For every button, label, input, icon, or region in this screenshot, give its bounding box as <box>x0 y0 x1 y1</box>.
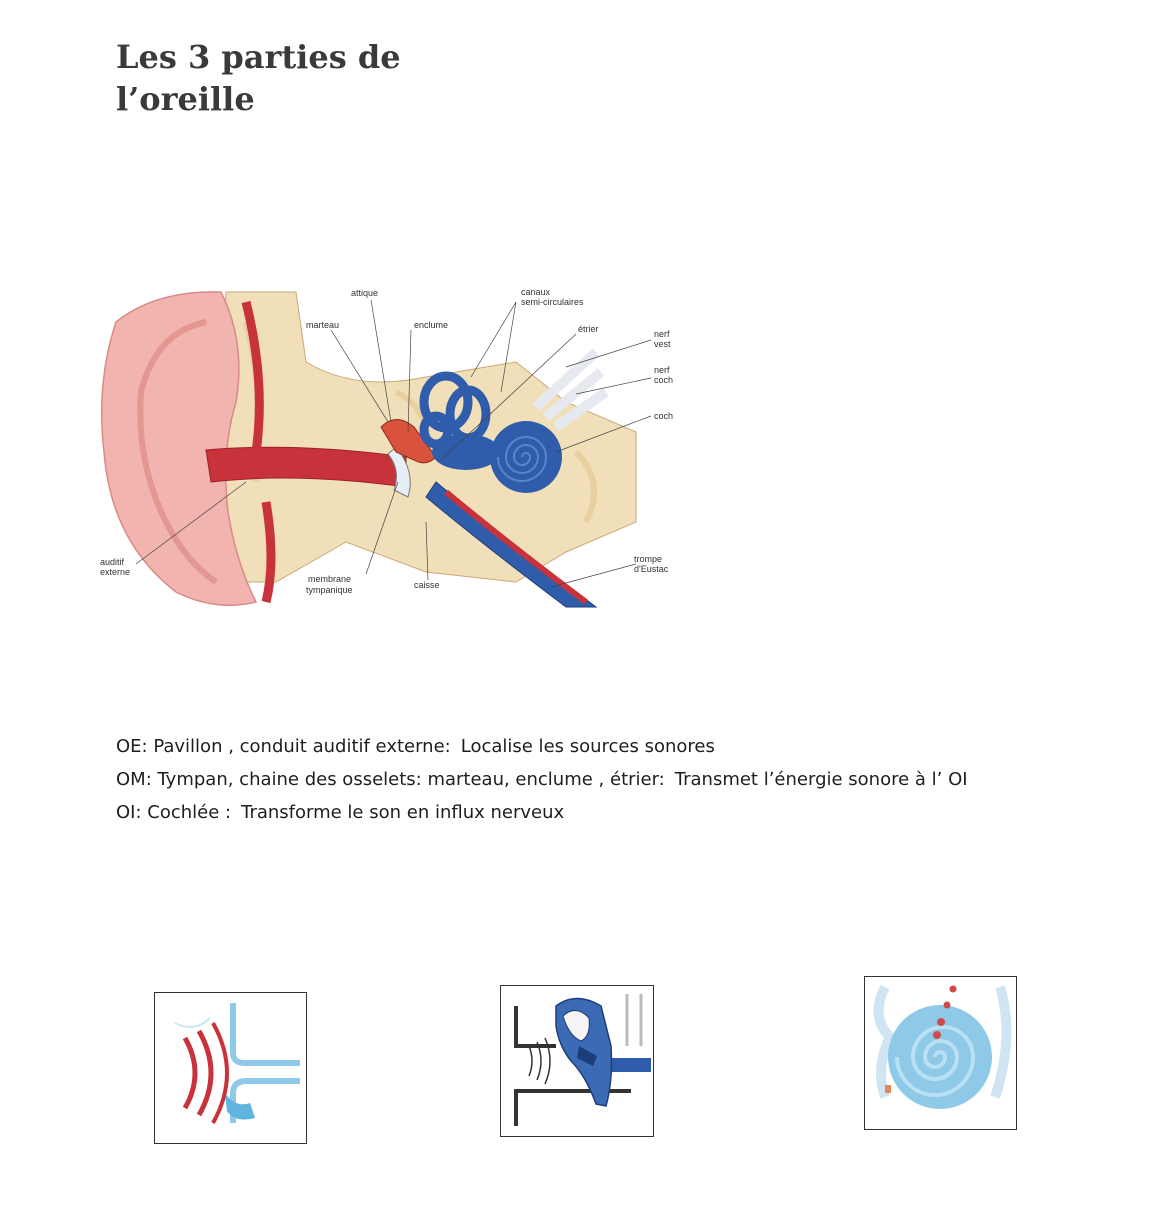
label-nerf-vest-2: vest <box>654 339 671 349</box>
inner-ear-thumbnail <box>864 976 1017 1130</box>
label-attique: attique <box>351 288 378 298</box>
label-auditif-1: auditif <box>100 557 125 567</box>
summary-line-oi: OI: Cochlée : Transforme le son en influx… <box>116 802 968 835</box>
label-enclume: enclume <box>414 320 448 330</box>
label-marteau: marteau <box>306 320 339 330</box>
summary-label-oe: OE: Pavillon , conduit auditif externe: <box>116 736 451 757</box>
pinna <box>101 291 258 607</box>
label-membrane-1: membrane <box>308 574 351 584</box>
pinna-fold <box>137 319 218 585</box>
vessel-red <box>241 300 276 604</box>
summary-line-oe: OE: Pavillon , conduit auditif externe: L… <box>116 736 968 769</box>
auditory-nerve <box>532 348 609 432</box>
label-canaux-2: semi-circulaires <box>521 297 584 307</box>
middle-ear-icon <box>514 994 651 1126</box>
label-nerf-coch-2: coch <box>654 375 673 385</box>
label-trompe-1: trompe <box>634 554 662 564</box>
label-cochlee: coch <box>654 411 673 421</box>
label-auditif-2: externe <box>100 567 130 577</box>
page-title: Les 3 parties de l’oreille <box>116 36 401 120</box>
label-etrier: étrier <box>578 324 599 334</box>
vessel-red-2 <box>444 489 588 605</box>
cochlea-spiral <box>497 436 548 482</box>
label-nerf-coch-1: nerf <box>654 365 670 375</box>
cochlea <box>490 421 562 493</box>
label-canaux-1: canaux <box>521 287 551 297</box>
vestibule <box>432 434 500 470</box>
label-nerf-vest-1: nerf <box>654 329 670 339</box>
label-caisse: caisse <box>414 580 440 590</box>
label-trompe-2: d'Eustac <box>634 564 669 574</box>
outer-ear-icon <box>174 1003 300 1124</box>
tympanic-membrane <box>387 446 411 498</box>
summary-text-oe: Localise les sources sonores <box>460 736 715 757</box>
summary-lines: OE: Pavillon , conduit auditif externe: L… <box>116 736 968 835</box>
ear-anatomy-diagram: attique marteau enclume canaux semi-circ… <box>100 287 673 608</box>
cochlea-icon <box>865 977 1016 1129</box>
label-membrane-2: tympanique <box>306 585 353 595</box>
leader-lines <box>135 299 652 588</box>
outer-ear-thumbnail <box>154 992 307 1144</box>
summary-text-oi: Transforme le son en influx nerveux <box>241 802 565 823</box>
summary-line-om: OM: Tympan, chaine des osselets: marteau… <box>116 769 968 802</box>
middle-ear-thumbnail <box>500 985 654 1137</box>
summary-label-oi: OI: Cochlée : <box>116 802 232 823</box>
title-line-1: Les 3 parties de <box>116 38 401 76</box>
summary-text-om: Transmet l’énergie sonore à l’ OI <box>674 769 968 790</box>
title-line-2: l’oreille <box>116 80 255 118</box>
summary-label-om: OM: Tympan, chaine des osselets: marteau… <box>116 769 665 790</box>
